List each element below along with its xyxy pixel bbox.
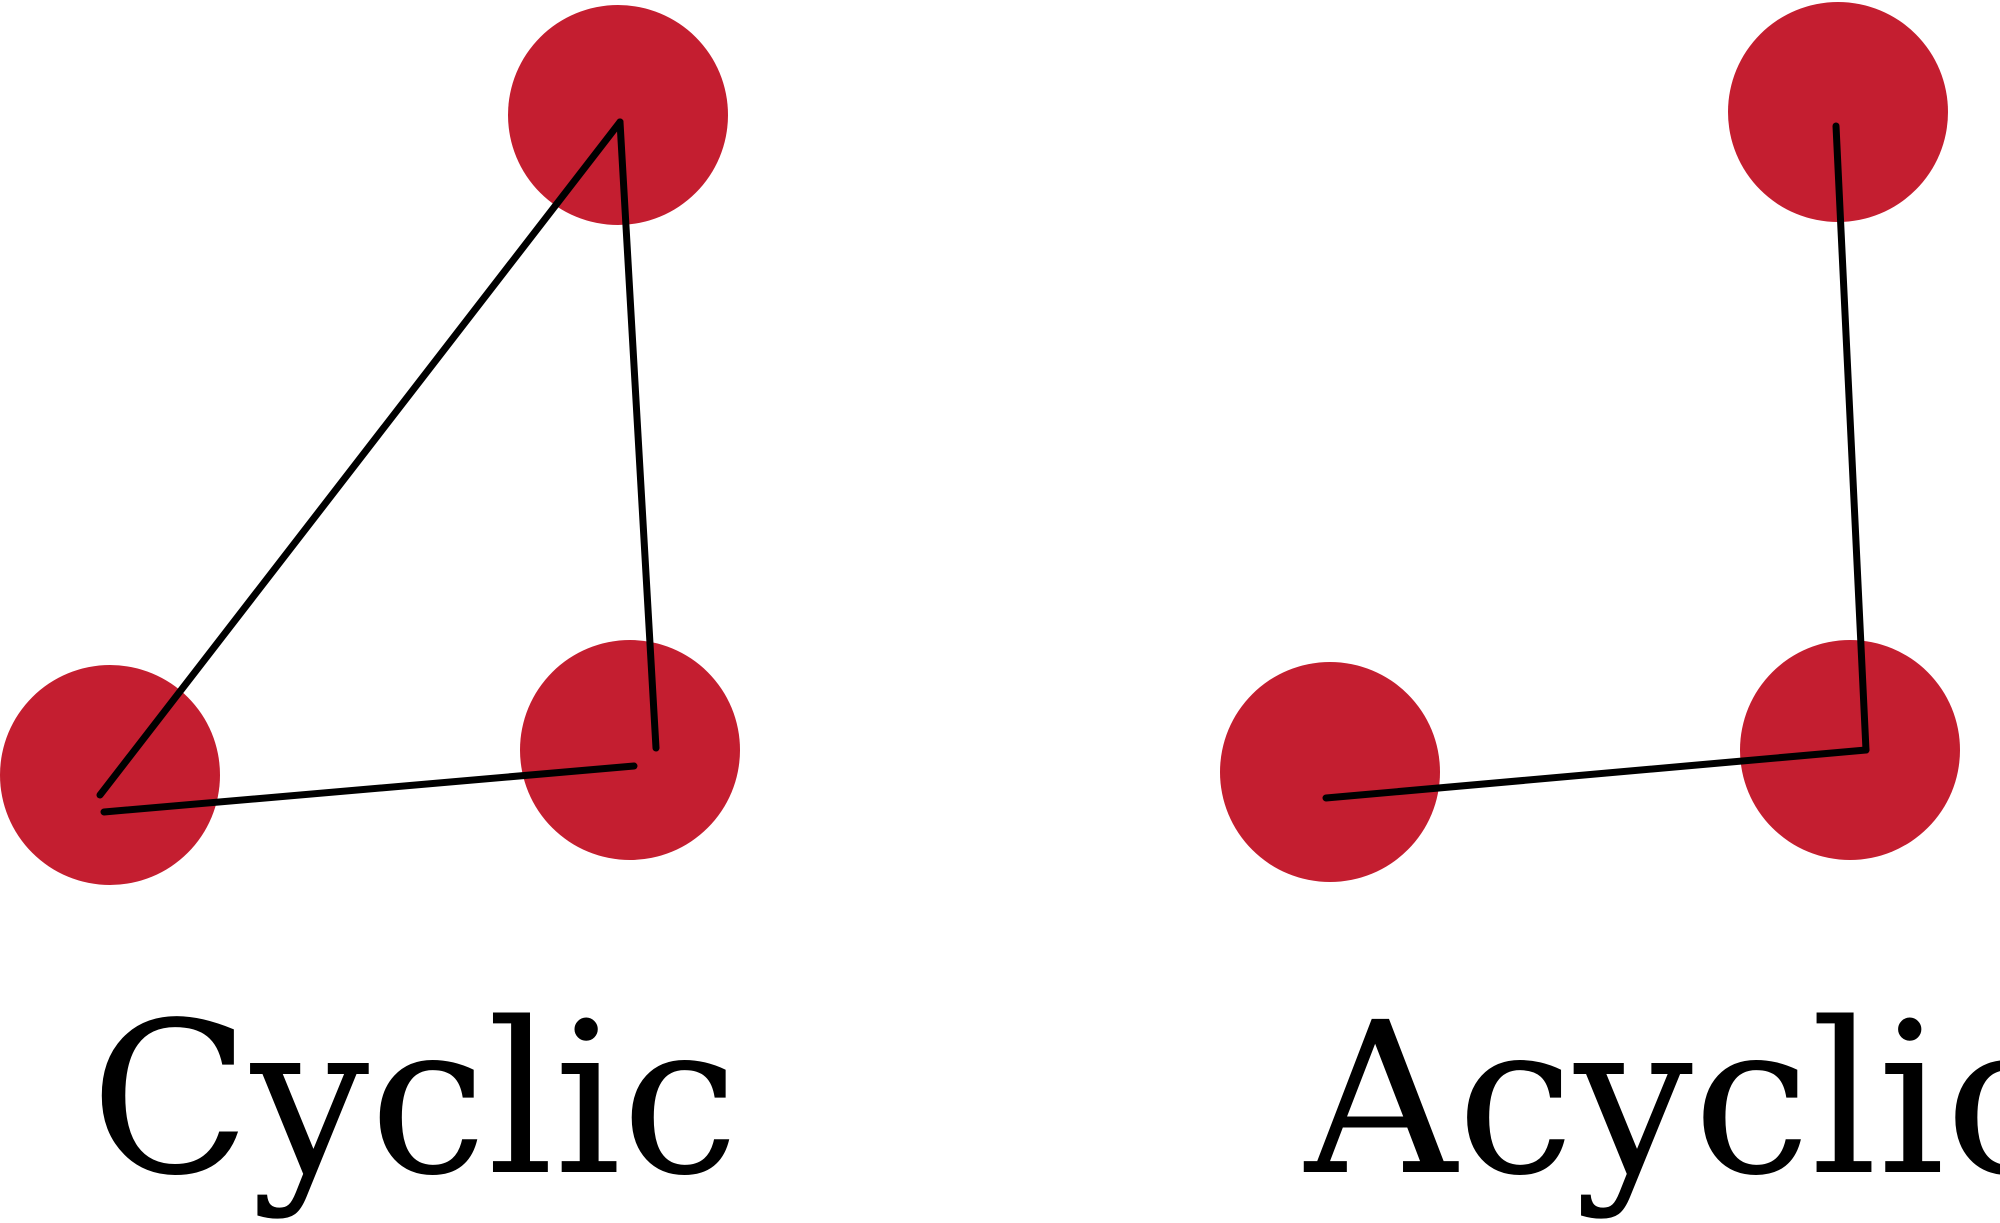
cyclic-graph: Cyclic	[0, 5, 740, 1222]
acyclic-node-top	[1728, 2, 1948, 222]
cyclic-node-bottom-right	[520, 640, 740, 860]
cyclic-edge-top-bottom-right	[616, 118, 660, 752]
cyclic-label: Cyclic	[90, 977, 739, 1222]
cyclic-edge-bottom-left-top	[96, 118, 624, 799]
cyclic-edge-bottom-right-bottom-left	[100, 762, 638, 816]
acyclic-label: Acyclic	[1303, 977, 2000, 1222]
acyclic-node-bottom-left	[1220, 662, 1440, 882]
cyclic-node-top	[508, 5, 728, 225]
acyclic-graph: Acyclic	[1220, 2, 2000, 1222]
acyclic-edge-top-bottom-right	[1832, 122, 1870, 754]
acyclic-edge-bottom-right-bottom-left	[1322, 746, 1870, 802]
cyclic-node-bottom-left	[0, 665, 220, 885]
